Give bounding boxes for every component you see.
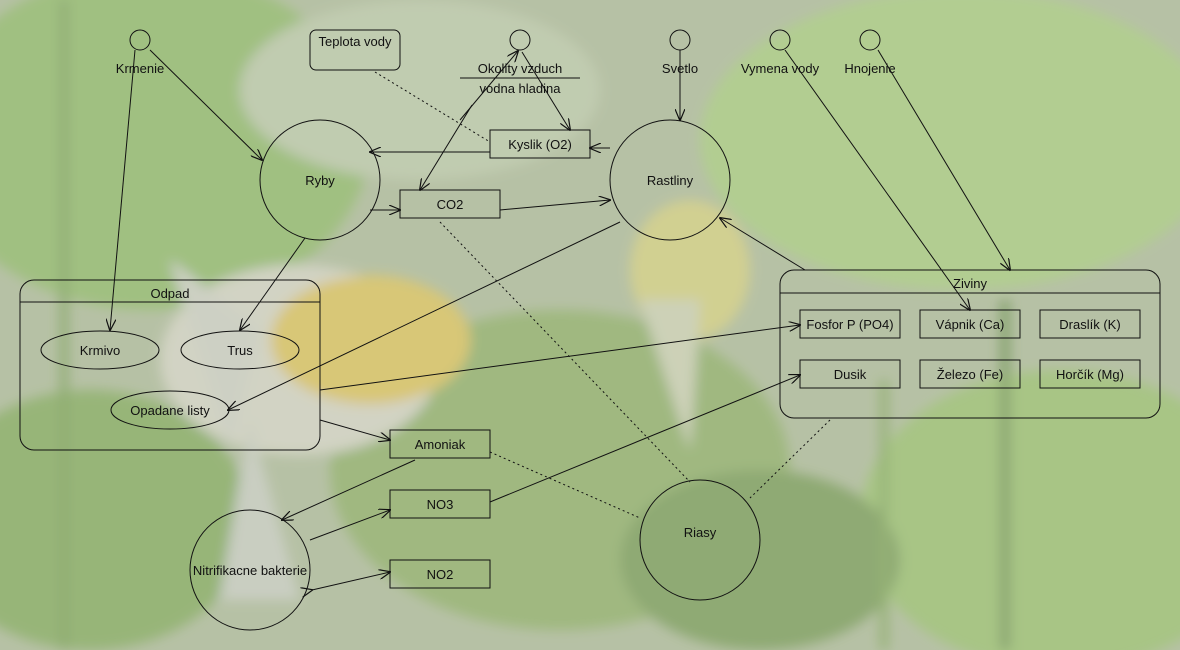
hnojenie-label: Hnojenie [844,61,895,76]
ziviny-label-horcik: Horčík (Mg) [1056,367,1124,382]
amoniak-label: Amoniak [415,437,466,452]
ziviny-container[interactable] [779,269,1161,419]
trus-label: Trus [227,343,253,358]
co2-node[interactable] [399,189,501,219]
krmenie-label: Krmenie [116,61,164,76]
nitrifikacne-label: Nitrifikacne bakterie [193,563,307,578]
no3-label: NO3 [427,497,454,512]
krmivo-node[interactable] [40,330,160,370]
ziviny-label-fosfor: Fosfor P (PO4) [806,317,893,332]
ziviny-title: Ziviny [953,276,987,291]
svetlo-source-circle[interactable] [669,29,691,51]
no2-node[interactable] [389,559,491,589]
kyslik-node[interactable] [489,129,591,159]
ziviny-label-vapnik: Vápnik (Ca) [936,317,1005,332]
arrow-no3-dusik [489,375,800,503]
ziviny-item-dusik[interactable] [799,359,901,389]
vymena-label: Vymena vody [741,61,820,76]
ryby-node[interactable] [259,119,381,241]
ryby-label: Ryby [305,173,335,188]
ziviny-item-fosfor[interactable] [799,309,901,339]
teplota-box[interactable] [309,29,401,71]
arrow-nitrifikacne-no3 [309,510,390,541]
opadane-listy-label: Opadane listy [130,403,210,418]
amoniak-node[interactable] [389,429,491,459]
arrow-ryby-trus [240,237,306,330]
odpad-container[interactable] [19,279,321,451]
okolity-label-line1: Okolity vzduch [478,61,563,76]
okolity-label-line2: vodna hladina [480,81,562,96]
arrow-hnojenie-ziviny [877,49,1010,270]
arrow-nitrifikacne-no2 [312,572,390,590]
arrow-odpad-fosfor [319,325,800,391]
arrow-amoniak-nitrifikacne [282,459,416,520]
arrow-ziviny-rastliny [720,218,806,271]
no3-node[interactable] [389,489,491,519]
hnojenie-source-circle[interactable] [859,29,881,51]
arrow-krmenie-krmivo [110,49,136,330]
opadane-listy-node[interactable] [110,390,230,430]
ziviny-item-horcik[interactable] [1039,359,1141,389]
arrow-krmenie-ryby [149,49,262,160]
rastliny-label: Rastliny [647,173,694,188]
teplota-label: Teplota vody [319,34,392,49]
trus-node[interactable] [180,330,300,370]
co2-label: CO2 [437,197,464,212]
ziviny-item-draslik[interactable] [1039,309,1141,339]
arrow-okolity-co2 [420,104,473,190]
vymena-source-circle[interactable] [769,29,791,51]
okolity-source-circle[interactable] [509,29,531,51]
ziviny-label-dusik: Dusik [834,367,867,382]
odpad-title: Odpad [150,286,189,301]
arrow-rastliny-opadane [228,221,621,410]
krmenie-source-circle[interactable] [129,29,151,51]
svetlo-label: Svetlo [662,61,698,76]
arrow-vymena-vapnik [784,49,970,310]
rastliny-node[interactable] [609,119,731,241]
dotted-co2-riasy [439,221,691,483]
ziviny-label-zelezo: Železo (Fe) [937,367,1003,382]
ziviny-item-zelezo[interactable] [919,359,1021,389]
dotted-ziviny-riasy [749,419,831,499]
krmivo-label: Krmivo [80,343,120,358]
riasy-node[interactable] [639,479,761,601]
no2-label: NO2 [427,567,454,582]
nitrifikacne-node[interactable] [189,509,311,631]
arrow-odpad-amoniak [319,419,390,440]
dotted-amoniak-riasy [489,451,641,519]
kyslik-label: Kyslik (O2) [508,137,572,152]
ziviny-label-draslik: Draslík (K) [1059,317,1120,332]
riasy-label: Riasy [684,525,717,540]
arrow-okolity-kyslik [521,51,570,130]
ziviny-item-vapnik[interactable] [919,309,1021,339]
arrow-co2-rastliny [499,200,610,211]
